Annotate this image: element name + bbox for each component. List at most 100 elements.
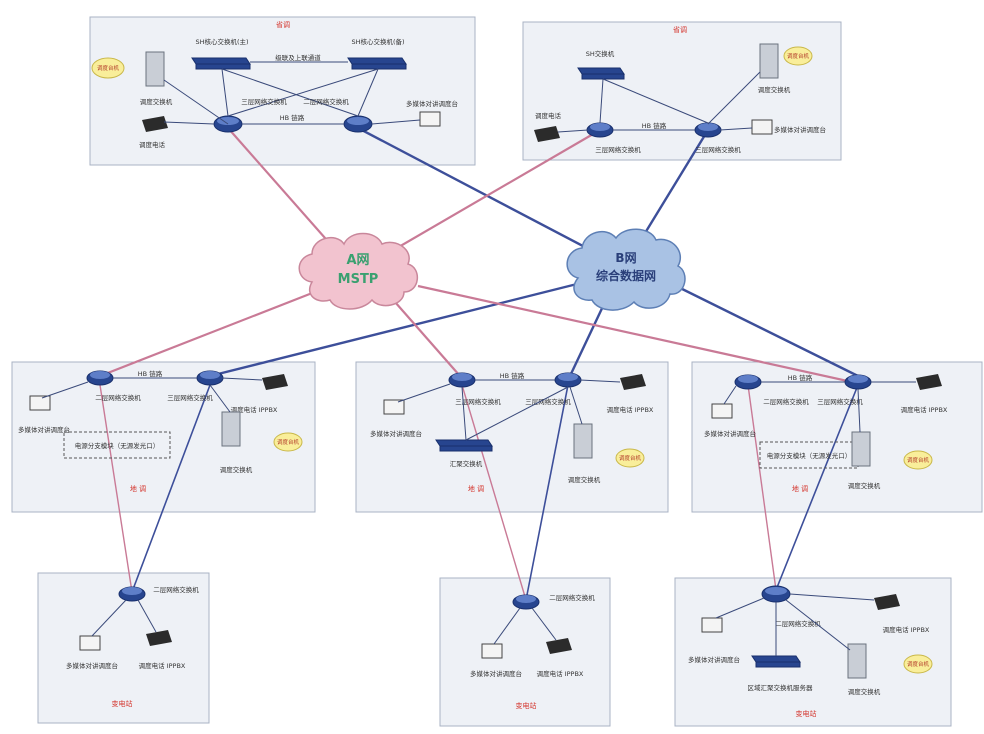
power-branch-box — [63, 431, 171, 459]
link-a-top-right — [384, 129, 601, 256]
server-link — [857, 388, 861, 433]
core-switch-label: 二层网络交换机 — [775, 619, 821, 628]
sh-switch — [577, 67, 625, 80]
server-link — [569, 386, 583, 425]
dispatch-phone — [546, 638, 572, 654]
core-switch-label: 三层网络交换机 — [167, 393, 213, 402]
link-a-bot-right — [747, 384, 777, 591]
core-switch-bc — [512, 594, 540, 610]
core-switch-ml-a — [86, 370, 114, 386]
laptop-link — [719, 127, 753, 131]
dispatch-server — [851, 431, 871, 467]
core-switch-ml-b — [196, 370, 224, 386]
link-b-bot-right — [775, 384, 859, 591]
cloud-a-mstp: A网 MSTP — [298, 232, 418, 310]
uplink-line — [221, 68, 359, 117]
core-switch-label: 三层网络交换机 — [455, 397, 501, 406]
regional-aggregation-switch — [751, 655, 801, 668]
sh-switch-backup-label: SH核心交换机(备) — [351, 37, 404, 46]
core-switch-label: 三层网络交换机 — [595, 145, 641, 154]
dispatch-server-label: 调度交换机 — [568, 475, 601, 484]
cloud-b-title: B网 — [615, 251, 636, 265]
laptop-link — [41, 381, 89, 399]
site-box-top-right — [522, 21, 842, 161]
multimedia-terminal — [701, 617, 723, 633]
multimedia-terminal-label: 多媒体对讲调度台 — [688, 655, 740, 664]
cloud-b-subtitle: 综合数据网 — [596, 268, 656, 283]
phone-link — [137, 599, 157, 633]
core-switch-label: 三层网络交换机 — [695, 145, 741, 154]
dispatch-phone — [874, 594, 900, 610]
core-switch-label: 二层网络交换机 — [303, 97, 349, 106]
server-link — [707, 71, 761, 125]
dispatch-phone-label: 调度电话 IPPBX — [901, 405, 948, 414]
dispatch-bubble — [91, 57, 125, 79]
cloud-b-datanet: B网 综合数据网 — [566, 228, 686, 311]
link-b-bot-left — [131, 384, 211, 593]
dispatch-phone-label: 调度电话 IPPBX — [231, 405, 278, 414]
dispatch-bubble — [273, 432, 303, 452]
multimedia-terminal — [751, 119, 773, 135]
link-b-mid-left — [209, 280, 586, 378]
core-switch-br — [761, 585, 791, 603]
server-link — [163, 79, 229, 125]
multimedia-terminal-label: 多媒体对讲调度台 — [406, 99, 458, 108]
link-a-bot-center — [461, 384, 527, 601]
core-switch-label: 二层网络交换机 — [153, 585, 199, 594]
laptop-link — [371, 119, 421, 125]
site-name-bot-left: 变电站 — [112, 699, 133, 708]
dispatch-phone — [534, 126, 560, 142]
dispatch-server — [847, 643, 867, 679]
dispatch-bubble — [783, 46, 813, 66]
link-b-bot-center — [525, 384, 569, 601]
dispatch-bubble-label: 调度台机 — [97, 64, 120, 72]
dispatch-server-label: 调度交换机 — [758, 85, 791, 94]
site-box-top-left — [89, 16, 476, 166]
multimedia-terminal-label: 多媒体对讲调度台 — [18, 425, 70, 434]
hb-label: HB 链路 — [138, 369, 163, 378]
dispatch-phone-label: 调度电话 IPPBX — [607, 405, 654, 414]
core-switch-tl-b — [343, 115, 373, 133]
multimedia-terminal — [79, 635, 101, 651]
link-a-top-left — [227, 127, 341, 256]
hb-label: HB 链路 — [280, 113, 305, 122]
core-switch-mc-b — [554, 372, 582, 388]
uplink-line — [227, 68, 379, 117]
regional-aggregation-label: 区域汇聚交换机服务器 — [748, 683, 814, 692]
dispatch-phone — [620, 374, 646, 390]
dispatch-bubble-label: 调度台机 — [907, 456, 930, 464]
link-b-mid-right — [667, 280, 859, 378]
multimedia-terminal-label: 多媒体对讲调度台 — [774, 125, 826, 134]
link-a-mid-left — [99, 286, 326, 378]
link-a-mid-center — [394, 301, 461, 377]
dispatch-server-label: 调度交换机 — [220, 465, 253, 474]
core-switch-label: 三层网络交换机 — [241, 97, 287, 106]
agg-link — [465, 386, 569, 441]
laptop-link — [715, 597, 765, 619]
multimedia-terminal-label: 多媒体对讲调度台 — [470, 669, 522, 678]
uplink-line — [221, 68, 229, 117]
dispatch-phone-label: 调度电话 IPPBX — [883, 625, 930, 634]
dispatch-phone-label: 调度电话 IPPBX — [139, 661, 186, 670]
dispatch-server — [573, 423, 593, 459]
link-b-top-right — [640, 129, 710, 239]
dispatch-server-label: 调度交换机 — [848, 481, 881, 490]
hb-label: HB 链路 — [642, 121, 667, 130]
dispatch-server — [221, 411, 241, 447]
dispatch-phone-label: 调度电话 — [535, 111, 562, 120]
sh-switch-backup — [347, 57, 407, 70]
hb-label: HB 链路 — [500, 371, 525, 380]
sh-switch-primary-label: SH核心交换机(主) — [195, 37, 248, 46]
site-box-mid-left — [11, 361, 316, 513]
multimedia-terminal — [383, 399, 405, 415]
power-branch-label: 电源分支模块（无源发光口） — [767, 451, 852, 460]
dispatch-phone — [142, 116, 168, 132]
dispatch-server-label: 调度交换机 — [140, 97, 173, 106]
core-switch-mr-b — [844, 374, 872, 390]
agg-link — [461, 386, 467, 441]
phone-link — [531, 607, 557, 641]
laptop-link — [493, 607, 521, 645]
core-switch-label: 二层网络交换机 — [549, 593, 595, 602]
uplink-line — [602, 78, 709, 124]
